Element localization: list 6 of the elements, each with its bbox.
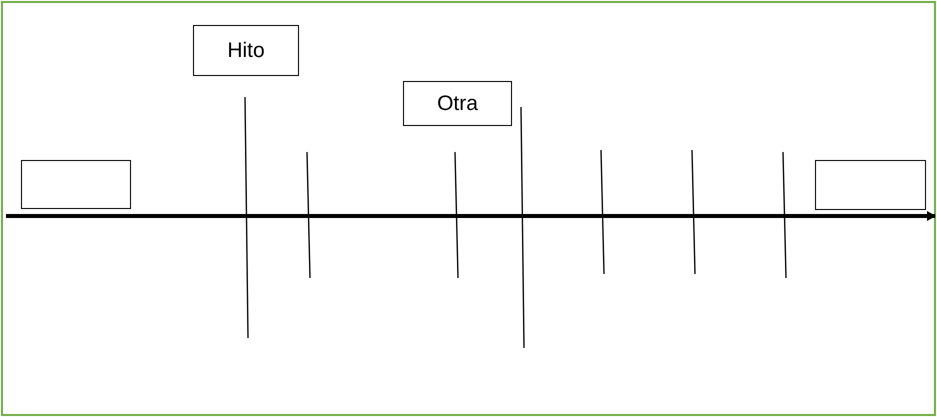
milestone-box xyxy=(403,81,512,126)
milestone-label: Otra xyxy=(437,92,478,116)
milestone-label: Hito xyxy=(227,38,265,62)
milestone-box xyxy=(193,25,299,76)
empty-box xyxy=(21,160,131,209)
empty-box xyxy=(815,160,926,210)
